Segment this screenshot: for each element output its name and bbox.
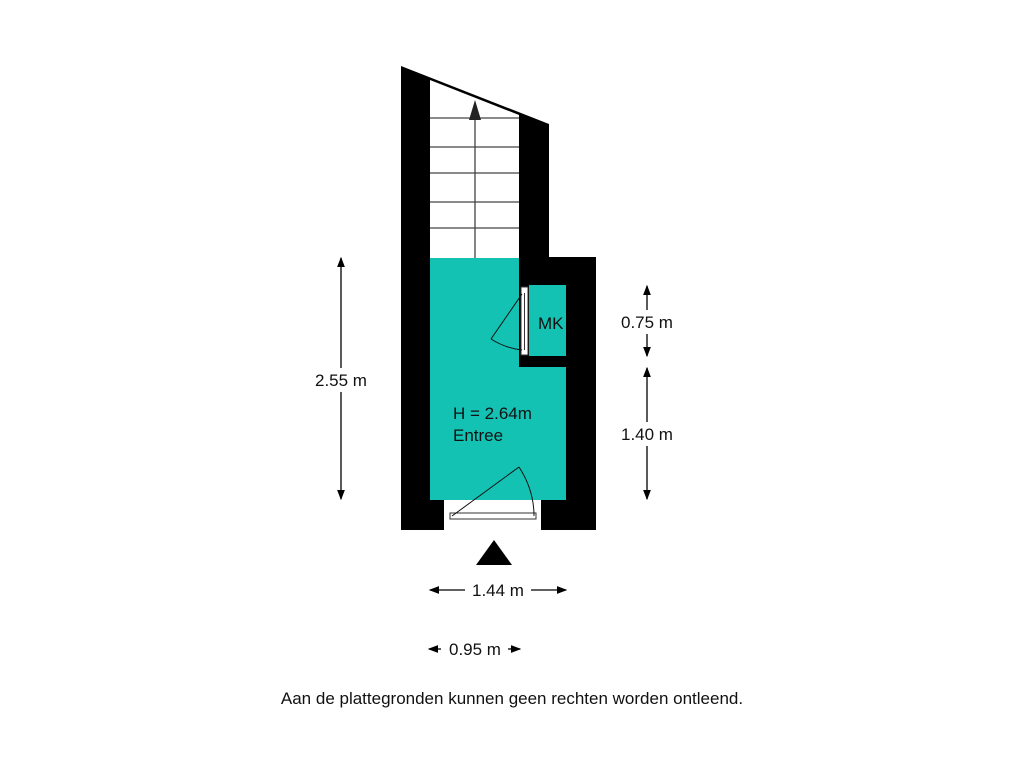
staircase — [430, 80, 519, 258]
dimension-width: 1.44 m — [472, 581, 524, 600]
room-label-closet: MK — [538, 314, 564, 333]
entrance-arrow-icon — [476, 540, 512, 565]
front-door — [444, 466, 541, 530]
dimension-closet-depth: 0.75 m — [621, 313, 673, 332]
dimension-door-width: 0.95 m — [449, 640, 501, 659]
room-label-entree: Entree — [453, 426, 503, 445]
stair-direction-arrow-icon — [469, 100, 481, 120]
room-height: H = 2.64m — [453, 404, 532, 423]
disclaimer: Aan de plattegronden kunnen geen rechten… — [281, 689, 743, 708]
closet-door — [490, 286, 529, 356]
dimension-lower-depth: 1.40 m — [621, 425, 673, 444]
dimension-lines — [337, 256, 651, 653]
room-closet: MK — [529, 285, 566, 356]
room-entree: H = 2.64m Entree — [430, 258, 566, 500]
dimension-total-depth: 2.55 m — [315, 371, 367, 390]
